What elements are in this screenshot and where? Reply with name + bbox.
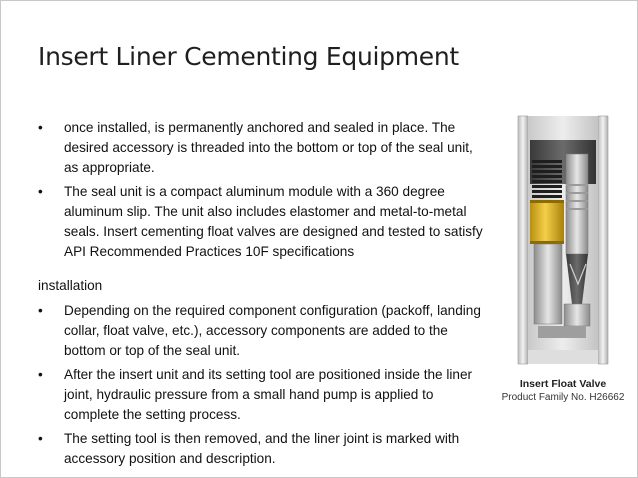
section-label: installation <box>38 278 103 293</box>
bullet-item: • The setting tool is then removed, and … <box>38 429 483 469</box>
bullet-text: The seal unit is a compact aluminum modu… <box>64 184 483 259</box>
bullet-symbol: • <box>38 184 43 199</box>
bullet-text: Depending on the required component conf… <box>64 303 481 358</box>
bullet-item: • Depending on the required component co… <box>38 301 483 361</box>
bullet-symbol: • <box>38 431 43 446</box>
mandrel-grooves <box>566 184 588 210</box>
insert-float-valve-illustration <box>517 115 609 365</box>
slide-title: Insert Liner Cementing Equipment <box>38 42 459 71</box>
mandrel <box>565 153 589 255</box>
caption-subtitle: Product Family No. H26662 <box>501 392 625 403</box>
bullet-symbol: • <box>38 120 43 135</box>
valve-nose <box>563 303 591 327</box>
seal-unit-body <box>533 243 563 325</box>
caption-title: Insert Float Valve <box>519 378 607 390</box>
bullet-item: • After the insert unit and its setting … <box>38 365 483 425</box>
bullet-text: The setting tool is then removed, and th… <box>64 431 460 466</box>
bullet-item: • once installed, is permanently anchore… <box>38 118 483 178</box>
casing-right-wall <box>597 115 609 365</box>
aluminum-slip <box>530 200 564 244</box>
casing-left-wall <box>517 115 529 365</box>
bullet-symbol: • <box>38 367 43 382</box>
bullet-symbol: • <box>38 303 43 318</box>
bullet-item: • The seal unit is a compact aluminum mo… <box>38 182 483 262</box>
figure-caption: Insert Float Valve Product Family No. H2… <box>493 377 633 405</box>
slide-body: • once installed, is permanently anchore… <box>38 118 483 473</box>
seal-rings <box>532 160 562 198</box>
bullet-text: After the insert unit and its setting to… <box>64 367 473 422</box>
bullet-text: once installed, is permanently anchored … <box>64 120 473 175</box>
